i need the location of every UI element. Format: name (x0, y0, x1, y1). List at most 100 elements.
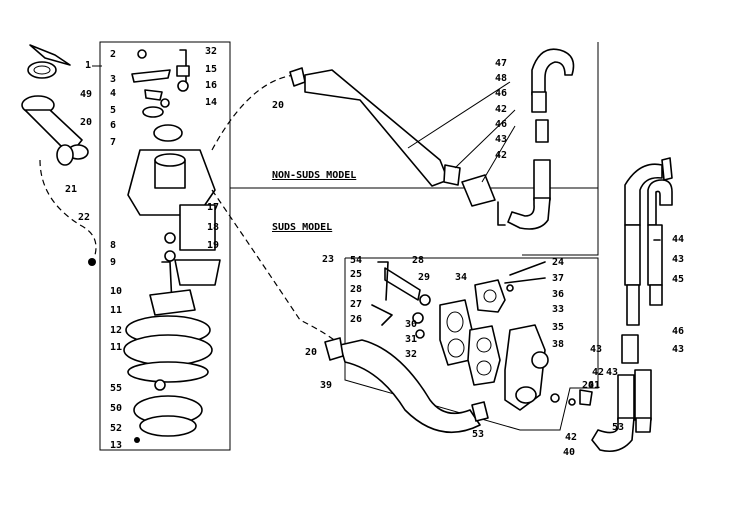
standpipe-cap-part (661, 157, 673, 181)
gasket-hole-a (446, 311, 464, 333)
label-37: 37 (552, 273, 564, 284)
suds-pump-port (483, 289, 497, 303)
standpipe-top-right-part (647, 179, 673, 226)
label-20-suds: 20 (305, 347, 317, 358)
part-labels: 1 2 3 4 5 6 7 8 9 10 11 11 12 13 14 15 1… (65, 46, 684, 458)
label-26: 26 (350, 314, 362, 325)
label-42-ns-b: 42 (495, 150, 507, 161)
elbow-hose-part (24, 109, 83, 156)
nut-15-part (176, 65, 190, 77)
label-42-ns-a: 42 (495, 104, 507, 115)
label-47: 47 (495, 58, 507, 69)
label-44: 44 (672, 234, 684, 245)
plate-hole-a (476, 337, 492, 353)
label-55: 55 (110, 383, 122, 394)
leader-line-20-top (211, 74, 296, 151)
washer-8-part (164, 232, 176, 244)
label-40: 40 (563, 447, 575, 458)
spring-4-part (144, 89, 163, 101)
label-13: 13 (110, 440, 122, 451)
coupler-46-suds-part (621, 334, 639, 364)
suds-pump-33-part (474, 279, 506, 313)
label-25: 25 (350, 269, 362, 280)
label-11-a: 11 (110, 305, 122, 316)
label-32-top: 32 (205, 46, 217, 57)
label-20-top: 20 (272, 100, 284, 111)
suds-model-group (324, 257, 599, 433)
label-12: 12 (110, 325, 122, 336)
agitator-hub-part (149, 289, 196, 316)
label-43-right-top: 43 (672, 254, 684, 265)
label-11-b: 11 (110, 342, 122, 353)
label-29: 29 (418, 272, 430, 283)
clamp-20-top-part (289, 67, 306, 87)
washer-29-part (419, 294, 431, 306)
label-28-a: 28 (350, 284, 362, 295)
label-17: 17 (207, 202, 219, 213)
spring-27-part (371, 304, 393, 326)
washer-40-part (550, 393, 560, 403)
standpipe-top-left-part (624, 163, 663, 226)
hose-43-part (533, 159, 551, 201)
filter-seal-part (127, 361, 209, 383)
label-7: 7 (110, 137, 116, 148)
label-4: 4 (110, 88, 116, 99)
label-43-right-bottom: 43 (672, 344, 684, 355)
impeller-cap-part (153, 124, 183, 142)
bracket-hook-part (497, 201, 506, 226)
label-32-suds: 32 (405, 349, 417, 360)
label-46-ns-a: 46 (495, 88, 507, 99)
label-53-hose: 53 (472, 429, 484, 440)
suds-standpipe-group (591, 157, 673, 453)
leader-48 (407, 81, 511, 149)
valve-outlet-part (515, 386, 537, 404)
label-10: 10 (110, 286, 122, 297)
valve-inlet-part (531, 351, 549, 369)
screw-24-part (509, 261, 546, 276)
hose-section-46-part (531, 91, 547, 113)
rod-25-part (377, 261, 389, 301)
label-23: 23 (322, 254, 334, 265)
label-48: 48 (495, 73, 507, 84)
label-1: 1 (85, 60, 91, 71)
filter-basket-part (123, 334, 213, 366)
shaft-10-part (161, 261, 173, 306)
suds-caption: SUDS MODEL (272, 222, 332, 233)
clamp-20-bottom-part (324, 337, 344, 361)
seal-ring-inner (33, 65, 51, 75)
washer-36-part (506, 284, 514, 292)
label-9: 9 (110, 257, 116, 268)
label-53-elbow: 53 (612, 422, 624, 433)
label-54: 54 (350, 255, 362, 266)
washer-41-part (568, 398, 576, 406)
label-43-center: 43 (606, 367, 618, 378)
pipe-43-left-part (617, 374, 635, 421)
suds-outline (344, 257, 599, 431)
washer-16-part (177, 80, 189, 92)
lever-28-part (384, 267, 421, 301)
label-50: 50 (110, 403, 122, 414)
label-43-ns: 43 (495, 134, 507, 145)
label-36: 36 (552, 289, 564, 300)
pump-outlet-top (154, 153, 186, 167)
clamp-42-suds-part (579, 389, 593, 406)
bracket-3-part (131, 69, 171, 83)
pipe-lower-left-part (626, 284, 640, 326)
label-21: 21 (65, 184, 77, 195)
washer-31-part (415, 329, 425, 339)
label-30: 30 (405, 319, 417, 330)
leader-42-a (454, 109, 516, 169)
hose-cuff-part (56, 144, 74, 166)
label-35: 35 (552, 322, 564, 333)
label-42-suds-b: 42 (565, 432, 577, 443)
label-45: 45 (672, 274, 684, 285)
clamp-42-part (443, 164, 461, 186)
label-6: 6 (110, 120, 116, 131)
clip-part (29, 44, 71, 66)
label-39: 39 (320, 380, 332, 391)
label-38: 38 (552, 339, 564, 350)
pipe-lower-right-part (649, 284, 663, 306)
label-46-ns-b: 46 (495, 119, 507, 130)
label-49: 49 (80, 89, 92, 100)
